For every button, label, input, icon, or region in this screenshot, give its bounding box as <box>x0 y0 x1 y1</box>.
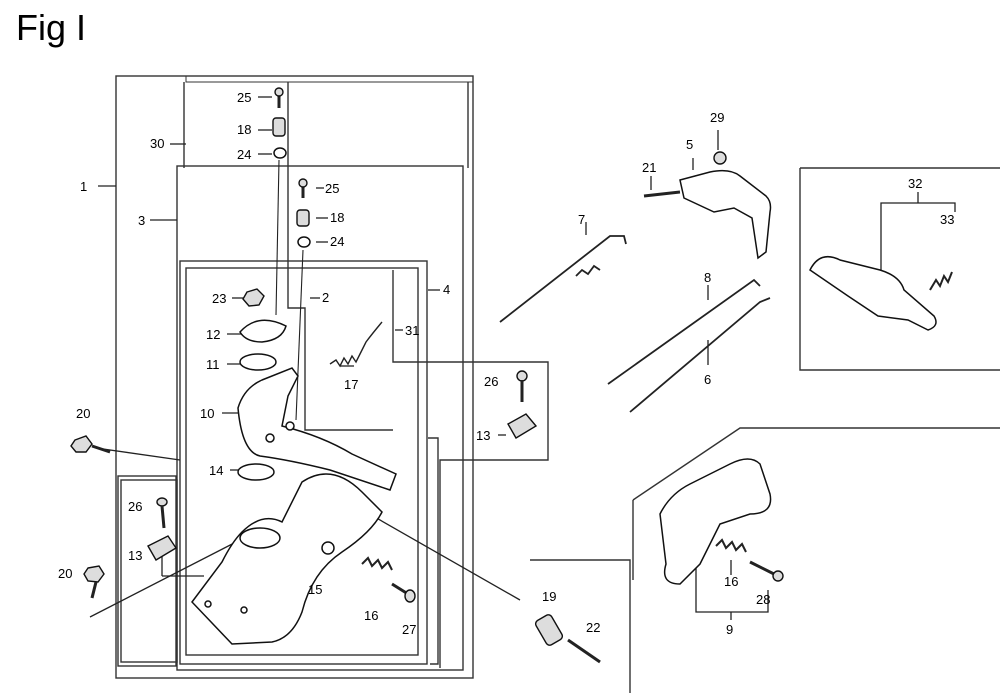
bolt-25-second <box>298 178 308 198</box>
label-16-right: 16 <box>724 574 738 589</box>
washer-12 <box>239 319 287 343</box>
clamp-13-right <box>507 413 538 439</box>
label-17: 17 <box>344 377 358 392</box>
label-11: 11 <box>206 357 220 372</box>
assembly-frames <box>115 75 1000 693</box>
label-4: 4 <box>443 282 450 297</box>
bolt-25-top <box>274 87 284 108</box>
leader-lines <box>89 96 956 620</box>
label-10: 10 <box>200 406 214 421</box>
figure-title: Fig I <box>16 7 87 48</box>
label-6: 6 <box>704 372 711 387</box>
label-2: 2 <box>322 290 329 305</box>
bolt-20-top <box>70 435 111 454</box>
label-7: 7 <box>578 212 585 227</box>
label-32: 32 <box>908 176 922 191</box>
bolt-20-bottom <box>83 565 105 599</box>
screw-26-right <box>516 370 528 402</box>
label-9: 9 <box>726 622 733 637</box>
label-31: 31 <box>405 323 419 338</box>
label-19: 19 <box>542 589 556 604</box>
screw-26-left <box>156 497 168 529</box>
label-23: 23 <box>212 291 226 306</box>
label-20-top: 20 <box>76 406 90 421</box>
lever-5 <box>679 169 772 260</box>
parts <box>70 87 953 664</box>
label-15: 15 <box>308 582 322 597</box>
label-21: 21 <box>642 160 656 175</box>
label-27: 27 <box>402 622 416 637</box>
screw-27 <box>391 582 416 603</box>
label-22: 22 <box>586 620 600 635</box>
screw-22 <box>567 638 601 664</box>
label-25-second: 25 <box>325 181 339 196</box>
spring-33 <box>929 271 953 291</box>
collar-18-top <box>272 117 286 137</box>
label-24-top: 24 <box>237 147 251 162</box>
clamp-13-left <box>147 535 177 561</box>
nut-23 <box>242 288 265 307</box>
spring-16-left <box>361 556 393 571</box>
label-3: 3 <box>138 213 145 228</box>
label-30: 30 <box>150 136 164 151</box>
label-13-left: 13 <box>128 548 142 563</box>
spring-17 <box>329 321 383 368</box>
rod-6 <box>629 297 771 413</box>
label-12: 12 <box>206 327 220 342</box>
label-18-top: 18 <box>237 122 251 137</box>
label-1: 1 <box>80 179 87 194</box>
label-33: 33 <box>940 212 954 227</box>
label-14: 14 <box>209 463 223 478</box>
control-base-15 <box>191 473 383 645</box>
lever-assembly-32 <box>809 255 937 331</box>
label-5: 5 <box>686 137 693 152</box>
callout-labels: 1 30 3 25 18 24 25 18 24 2 4 31 23 12 11… <box>58 90 954 637</box>
label-24-second: 24 <box>330 234 344 249</box>
label-28: 28 <box>756 592 770 607</box>
rod-8 <box>607 278 761 385</box>
governor-arm-9 <box>659 458 772 585</box>
label-18-second: 18 <box>330 210 344 225</box>
label-26-left: 26 <box>128 499 142 514</box>
collar-18-second <box>296 209 310 227</box>
label-16-left: 16 <box>364 608 378 623</box>
washer-14 <box>237 463 275 481</box>
label-13-right: 13 <box>476 428 490 443</box>
washer-24-top <box>273 147 287 159</box>
label-20-bottom: 20 <box>58 566 72 581</box>
collar-19 <box>534 614 564 646</box>
label-26-right: 26 <box>484 374 498 389</box>
label-8: 8 <box>704 270 711 285</box>
washer-24-second <box>297 236 311 248</box>
spring-16-right <box>715 538 747 553</box>
rod-7 <box>499 235 627 323</box>
nut-29 <box>713 151 727 165</box>
washer-11 <box>239 353 277 371</box>
label-25-top: 25 <box>237 90 251 105</box>
screw-28 <box>749 560 784 582</box>
screw-21 <box>643 190 681 198</box>
throttle-lever-10 <box>237 367 397 491</box>
label-29: 29 <box>710 110 724 125</box>
